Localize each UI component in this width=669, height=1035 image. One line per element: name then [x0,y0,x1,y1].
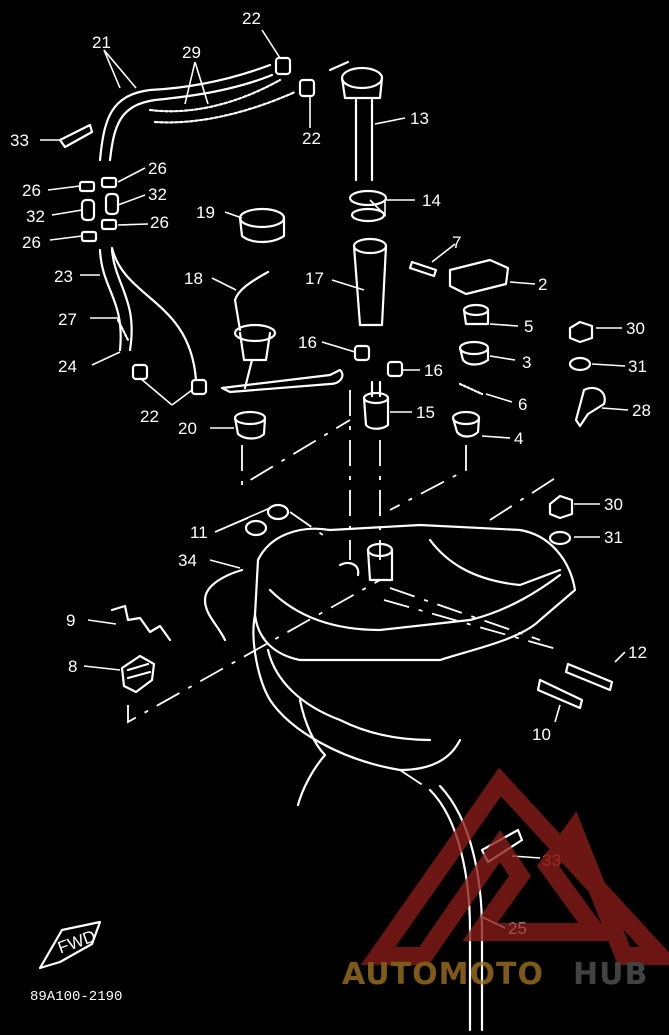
watermark-triangle-icon [360,767,669,965]
washer-31-top [568,356,592,372]
callout-20: 20 [178,419,197,438]
diagram-code: 89A100-2190 [30,989,122,1005]
callout-31-top: 31 [628,357,647,376]
fuel-sender-18 [220,270,344,394]
callout-6: 6 [518,395,527,414]
callout-22-second: 22 [302,129,321,148]
reference-lines [127,390,561,791]
fuel-cock-13 [328,60,384,182]
clamp-22-second [298,78,316,98]
breather-hose-21 [98,63,274,162]
callout-22-lower: 22 [140,407,159,426]
callout-7: 7 [452,233,461,252]
callout-4: 4 [514,429,523,448]
callout-24: 24 [58,357,77,376]
clamp-22-lower-b [190,378,208,396]
callout-19: 19 [196,203,215,222]
callout-26-b: 26 [148,159,167,178]
coiled-hose-29 [148,78,297,124]
relay-2 [448,258,510,296]
clamp-22-lower-a [131,363,149,381]
callout-31-lower: 31 [604,528,623,547]
callout-33-top: 33 [10,131,29,150]
nut-30-top [568,320,594,344]
callout-labels: 21 29 22 22 33 13 14 26 26 32 32 26 26 1… [10,9,651,938]
bolt-10 [536,678,584,710]
callout-15: 15 [416,403,435,422]
callout-23: 23 [54,267,73,286]
callout-17: 17 [305,269,324,288]
fwd-arrow-icon [38,920,102,970]
callout-32-b: 32 [148,185,167,204]
callout-18: 18 [184,269,203,288]
callout-16-left: 16 [298,333,317,352]
washer-5 [462,303,490,326]
watermark-brand-right: HUB [573,957,648,992]
filter-17 [352,237,388,327]
clip-16-right [386,360,404,378]
nut-30-lower [548,494,574,520]
callout-3: 3 [522,353,531,372]
callout-29: 29 [182,43,201,62]
watermark-brand-left: AUTOMOTO [342,957,544,992]
callout-34: 34 [178,551,197,570]
callout-14: 14 [422,191,441,210]
seal-14 [348,189,388,223]
callout-22-top: 22 [242,9,261,28]
damper-8 [120,654,156,694]
clip-33-top [58,123,94,149]
callout-13: 13 [410,109,429,128]
clip-16-left [353,344,371,362]
fuel-tank-1 [252,523,577,807]
callout-26-d: 26 [150,213,169,232]
callout-16-right: 16 [424,361,443,380]
callout-30-top: 30 [626,319,645,338]
grommet-20 [233,410,267,440]
callout-27: 27 [58,310,77,329]
callout-26-c: 26 [22,233,41,252]
callout-28: 28 [632,401,651,420]
callout-9: 9 [66,611,75,630]
overflow-hose-25 [428,788,472,1032]
leader-lines [40,29,629,929]
clip-9 [110,604,172,642]
callout-26-a: 26 [22,181,41,200]
washer-31-lower [548,530,572,546]
callout-32-a: 32 [26,207,45,226]
callout-5: 5 [524,317,533,336]
pin-7 [408,260,438,278]
cap-19 [238,207,286,244]
callout-2: 2 [538,275,547,294]
callout-8: 8 [68,657,77,676]
damper-4 [451,410,481,438]
fuel-hose-23-27 [98,246,198,382]
grommet-11-a [244,519,268,537]
cushion-3 [458,340,490,366]
callout-21: 21 [92,33,111,52]
watermark-logo: AUTOMOTO HUB [342,767,669,992]
clamps-26-32 [78,176,120,243]
grommet-11-b [266,503,290,521]
callout-30-lower: 30 [604,495,623,514]
fuel-pump-15 [362,380,390,430]
band-6 [458,382,484,396]
clamp-22-top [274,56,292,76]
callout-10: 10 [532,725,551,744]
callout-12: 12 [628,643,647,662]
drain-hose-34 [203,568,244,642]
callout-11: 11 [190,523,208,542]
bolt-12 [564,662,614,692]
bracket-28 [574,386,606,428]
